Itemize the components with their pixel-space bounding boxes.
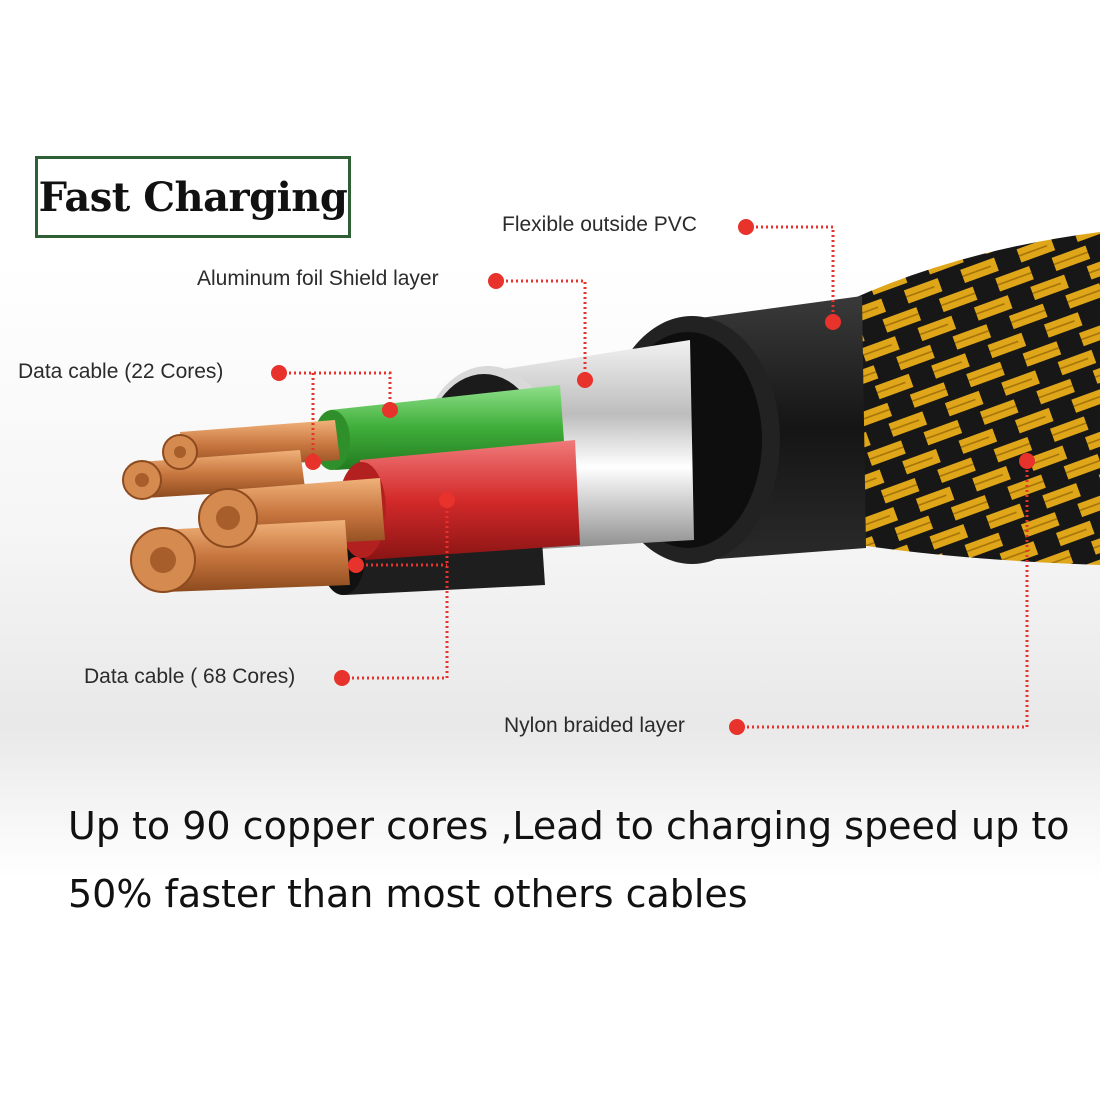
caption-line-1: Up to 90 copper cores ,Lead to charging … bbox=[68, 804, 1070, 848]
leader-data22 bbox=[279, 371, 392, 408]
marker-data22-start bbox=[271, 365, 287, 381]
label-foil: Aluminum foil Shield layer bbox=[197, 267, 439, 290]
label-nylon: Nylon braided layer bbox=[504, 714, 685, 737]
nylon-braid-layer bbox=[850, 232, 1100, 565]
marker-nylon-end bbox=[1019, 453, 1035, 469]
title-frame: Fast Charging bbox=[35, 156, 351, 238]
copper-strands bbox=[122, 420, 385, 593]
marker-pvc-end bbox=[825, 314, 841, 330]
leader-lines bbox=[279, 225, 1029, 729]
leader-pvc bbox=[746, 225, 835, 322]
marker-pvc-start bbox=[738, 219, 754, 235]
label-data68: Data cable ( 68 Cores) bbox=[84, 665, 296, 688]
marker-foil-start bbox=[488, 273, 504, 289]
marker-nylon-start bbox=[729, 719, 745, 735]
leader-data68 bbox=[342, 500, 449, 680]
label-data22: Data cable (22 Cores) bbox=[18, 360, 224, 383]
marker-data68-start bbox=[334, 670, 350, 686]
marker-dots bbox=[271, 219, 1035, 735]
marker-data68-end-b bbox=[348, 557, 364, 573]
label-pvc: Flexible outside PVC bbox=[502, 213, 697, 236]
marker-data22-end-b bbox=[305, 454, 321, 470]
marker-data22-end bbox=[382, 402, 398, 418]
marker-foil-end bbox=[577, 372, 593, 388]
leader-foil bbox=[496, 279, 587, 380]
title-text: Fast Charging bbox=[38, 173, 348, 221]
caption: Up to 90 copper cores ,Lead to charging … bbox=[68, 792, 1098, 928]
marker-data68-end bbox=[439, 492, 455, 508]
leader-nylon bbox=[737, 461, 1029, 729]
caption-line-2: 50% faster than most others cables bbox=[68, 872, 748, 916]
